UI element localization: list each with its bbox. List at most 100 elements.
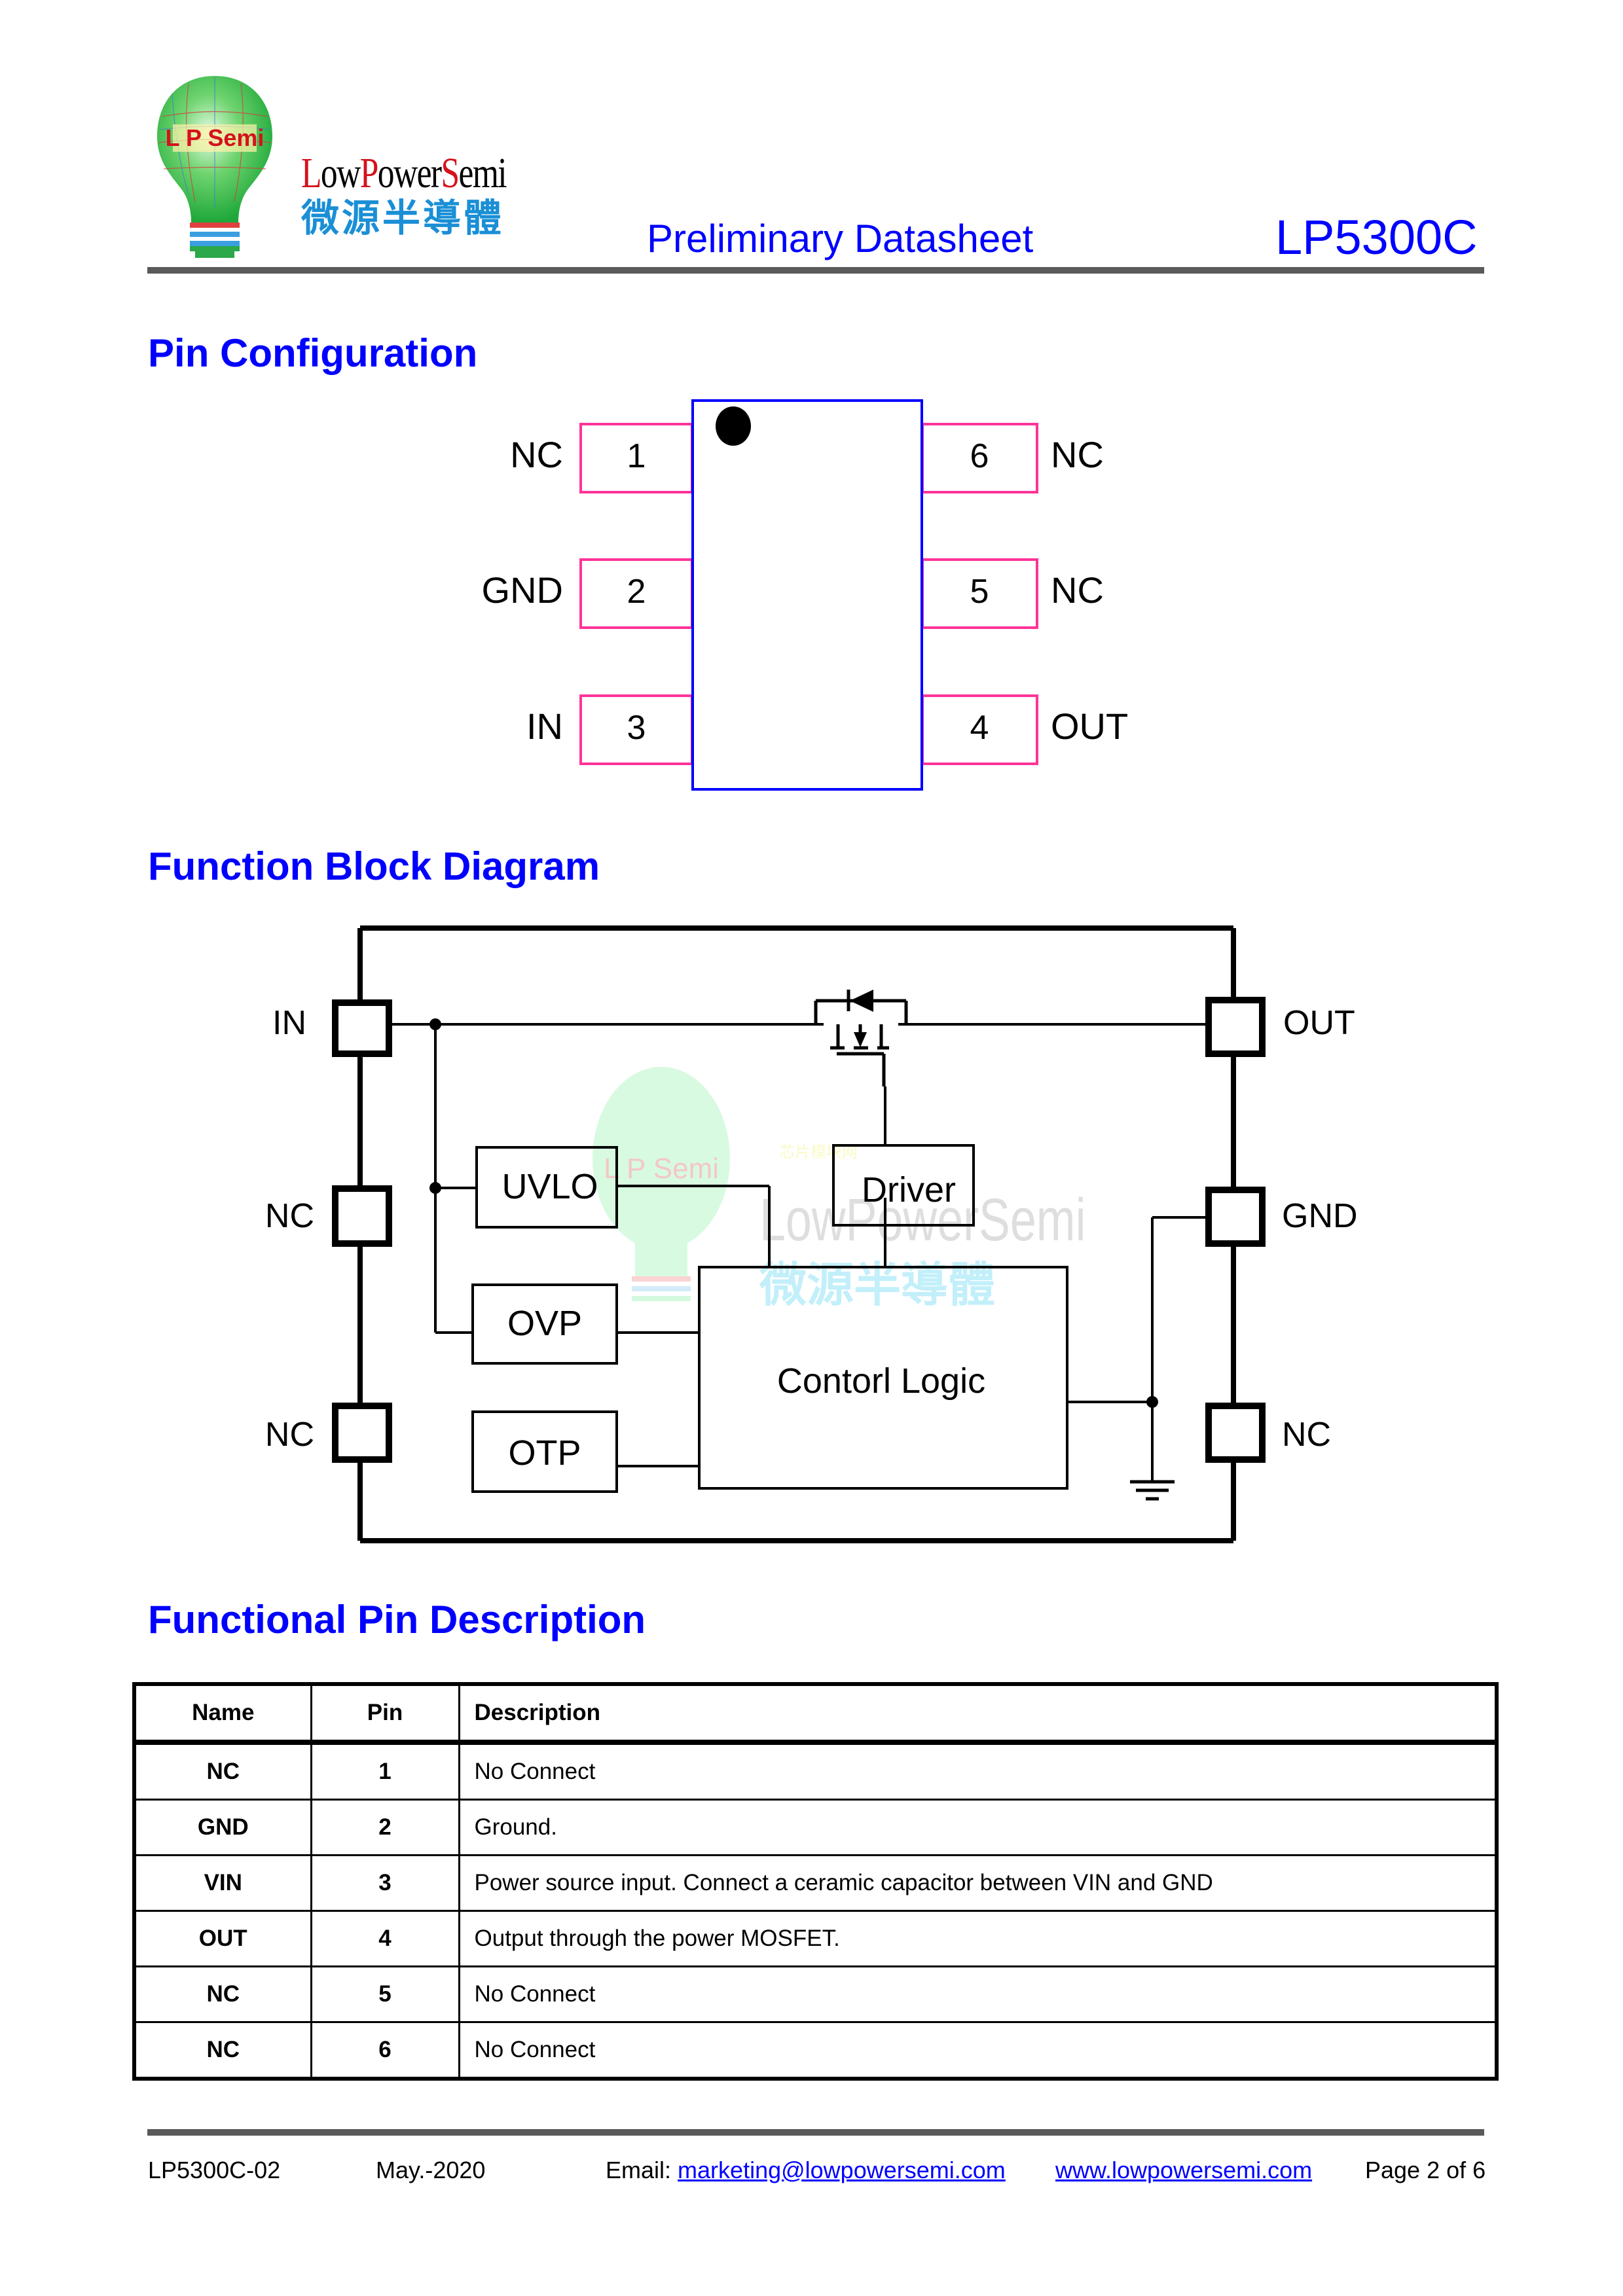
table-row: VIN 3 Power source input. Connect a cera… [133,1854,1498,1912]
pin-number-cell: 6 [310,2021,460,2080]
junction-dot [1146,1396,1158,1408]
mosfet-arrow-icon [854,1032,867,1047]
header-divider [147,267,1484,274]
pin-1-marker-dot [716,406,751,446]
junction-dot [429,1182,441,1194]
pin-6-number: 6 [970,437,989,475]
table-row: OUT 4 Output through the power MOSFET. [133,1910,1498,1967]
footer-email-link[interactable]: marketing@lowpowersemi.com [678,2157,1006,2183]
pin-description-title: Functional Pin Description [148,1598,646,1641]
pin-name-cell: GND [133,1799,312,1856]
ovp-block [471,1283,618,1365]
brand-letter-l: L [301,149,321,197]
pin-name-cell: NC [133,1741,312,1801]
table-row: NC 1 No Connect [133,1741,1498,1801]
pin-configuration-diagram: 1 2 3 6 5 4 NC GND IN NC NC OUT [482,399,1128,791]
company-logo: L P Semi [149,71,280,267]
column-header-pin: Pin [310,1683,460,1745]
footer-doc-id: LP5300C-02 [148,2157,281,2183]
pin-description-cell: No Connect [458,2021,1498,2080]
ground-icon [1130,1480,1175,1501]
otp-block [471,1410,618,1493]
block-label-nc-1: NC [265,1197,314,1235]
part-number: LP5300C [1275,210,1478,264]
watermark: L P Semi LowPowerSemi 微源半導體 芯片模块网 [593,1067,1086,1312]
control-logic-label: Contorl Logic [777,1361,985,1401]
pin-number-cell: 3 [310,1854,460,1912]
block-pin-nc-1 [332,1185,392,1247]
brand-part-ow: ow [320,149,361,197]
pin-description-cell: Ground. [458,1799,1498,1856]
pin-description-cell: Output through the power MOSFET. [458,1910,1498,1967]
pin-1-number: 1 [627,437,646,475]
block-pin-gnd [1205,1187,1266,1247]
pin-3-number: 3 [627,709,646,747]
block-pin-out [1205,997,1266,1057]
pin-number-cell: 5 [310,1965,460,2023]
power-mosfet-icon [814,990,908,1086]
otp-label: OTP [508,1433,581,1473]
footer-email-label: Email: [606,2157,672,2183]
brand-letter-s: S [441,149,460,197]
footer-email: Email: marketing@lowpowersemi.com [606,2159,1006,2182]
pin-number-cell: 1 [310,1741,460,1801]
brand-letter-p: P [359,149,379,197]
column-header-description: Description [458,1683,1498,1745]
footer-website: www.lowpowersemi.com [1055,2159,1312,2182]
junction-dot [429,1018,441,1030]
block-label-gnd: GND [1282,1197,1358,1235]
pin-4-name: OUT [1051,706,1128,747]
uvlo-block [475,1146,618,1229]
footer-website-link[interactable]: www.lowpowersemi.com [1055,2157,1313,2183]
pin-description-table: Name Pin Description NC 1 No Connect GND… [132,1682,1499,2081]
pin-1-name: NC [510,434,563,475]
watermark-brand: LowPowerSemi [759,1186,1086,1253]
ovp-label: OVP [507,1304,582,1343]
watermark-badge: L P Semi [604,1153,719,1185]
pin-configuration-title: Pin Configuration [148,331,478,375]
function-block-diagram: L P Semi LowPowerSemi 微源半導體 芯片模块网 IN NC … [265,925,1358,1543]
pin-3-name: IN [526,706,563,747]
document-type: Preliminary Datasheet [647,217,1034,260]
pin-number-cell: 4 [310,1910,460,1967]
pin-2-number: 2 [627,573,646,611]
pin-name-cell: NC [133,2021,312,2080]
block-pin-nc-3 [1205,1403,1266,1463]
pin-1-pad [579,423,693,493]
pin-name-cell: NC [133,1965,312,2023]
driver-block [832,1144,975,1227]
function-block-diagram-title: Function Block Diagram [148,844,600,888]
pin-number-cell: 2 [310,1799,460,1856]
block-pin-in [332,999,392,1057]
body-diode-icon [850,990,873,1012]
uvlo-label: UVLO [501,1167,598,1206]
lightbulb-logo-icon: L P Semi [157,76,272,258]
pin-6-name: NC [1051,434,1104,475]
pin-3-pad [579,694,693,765]
table-row: NC 6 No Connect [133,2021,1498,2080]
pin-6-pad [921,423,1038,493]
pin-4-pad [921,694,1038,765]
table-row: NC 5 No Connect [133,1965,1498,2023]
pin-4-number: 4 [970,709,989,747]
block-pin-nc-2 [332,1403,392,1463]
ic-body [691,399,923,791]
footer-page-number: Page 2 of 6 [1365,2157,1486,2183]
pin-5-number: 5 [970,573,989,611]
pin-2-name: GND [482,569,563,611]
pin-description-cell: Power source input. Connect a ceramic ca… [458,1854,1498,1912]
brand-name: LowPowerSemi [301,149,507,197]
pin-name-cell: OUT [133,1910,312,1967]
pin-name-cell: VIN [133,1854,312,1912]
block-label-in: IN [272,1004,306,1042]
block-label-out: OUT [1283,1004,1355,1042]
pin-description-cell: No Connect [458,1965,1498,2023]
wires [392,1023,1207,1481]
pin-description-cell: No Connect [458,1741,1498,1801]
block-label-nc-3: NC [1282,1416,1331,1454]
brand-part-ower: ower [377,149,442,197]
column-header-name: Name [133,1683,312,1745]
pin-5-name: NC [1051,569,1104,611]
footer-date: May.-2020 [376,2157,486,2183]
block-label-nc-2: NC [265,1416,314,1454]
